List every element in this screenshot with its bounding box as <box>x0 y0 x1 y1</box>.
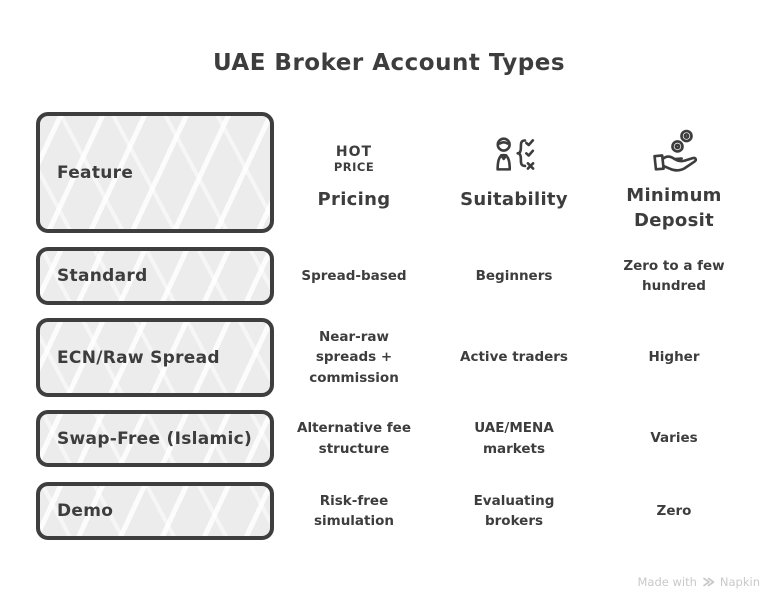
feature-box-standard: Standard <box>36 247 274 305</box>
made-with-text: Made with <box>637 575 697 589</box>
cell-ecn-suitability: Active traders <box>460 349 568 366</box>
hand-coins-icon <box>649 123 699 175</box>
column-header-suitability: Suitability <box>434 112 594 233</box>
feature-header-label: Feature <box>57 162 134 183</box>
cell-swapfree-pricing: Alternative fee structure <box>297 420 411 457</box>
table-row: Swap-Free (Islamic) Alternative fee stru… <box>36 410 754 467</box>
feature-label: Standard <box>57 266 148 286</box>
cell-ecn-minimum-deposit: Higher <box>648 349 700 366</box>
cell-ecn-pricing: Near-raw spreads + commission <box>309 329 399 386</box>
cell-standard-minimum-deposit: Zero to a few hundred <box>623 257 725 294</box>
column-header-pricing: HOT PRICE Pricing <box>274 112 434 233</box>
cell-demo-pricing: Risk-free simulation <box>313 492 395 529</box>
feature-box-swap-free-islamic: Swap-Free (Islamic) <box>36 410 274 467</box>
broker-account-table: Feature HOT PRICE Pricing <box>36 112 754 540</box>
napkin-logo-icon <box>703 577 715 587</box>
cell-demo-minimum-deposit: Zero <box>656 502 692 519</box>
feature-label: Demo <box>57 501 114 521</box>
cell-swapfree-minimum-deposit: Varies <box>650 430 698 447</box>
column-label-minimum-deposit: Minimum Deposit <box>626 185 722 231</box>
cell-standard-pricing: Spread-based <box>301 267 407 284</box>
hot-price-icon-text-top: HOT <box>335 144 373 161</box>
feature-box-demo: Demo <box>36 482 274 540</box>
cell-standard-suitability: Beginners <box>475 267 553 284</box>
table-row: ECN/Raw Spread Near-raw spreads + commis… <box>36 318 754 397</box>
table-row: Demo Risk-free simulation Evaluating bro… <box>36 482 754 540</box>
cell-demo-suitability: Evaluating brokers <box>473 492 555 529</box>
column-label-suitability: Suitability <box>460 189 568 210</box>
feature-label: Swap-Free (Islamic) <box>57 428 253 449</box>
hot-price-icon: HOT PRICE <box>334 123 374 179</box>
page-title: UAE Broker Account Types <box>212 50 566 76</box>
feature-header-box: Feature <box>36 112 274 233</box>
column-header-minimum-deposit: Minimum Deposit <box>594 112 754 233</box>
feature-label: ECN/Raw Spread <box>57 347 220 368</box>
header-cells: HOT PRICE Pricing <box>274 112 754 233</box>
table-header-row: Feature HOT PRICE Pricing <box>36 112 754 233</box>
column-label-pricing: Pricing <box>317 189 391 210</box>
feature-box-ecn-raw-spread: ECN/Raw Spread <box>36 318 274 397</box>
table-row: Standard Spread-based Beginners Zero to … <box>36 247 754 305</box>
person-checklist-icon <box>491 123 537 179</box>
hot-price-icon-text-bottom: PRICE <box>333 160 375 175</box>
cell-swapfree-suitability: UAE/MENA markets <box>474 420 554 457</box>
napkin-brand-text: Napkin <box>719 575 760 589</box>
made-with-napkin-watermark: Made with Napkin <box>638 575 761 589</box>
